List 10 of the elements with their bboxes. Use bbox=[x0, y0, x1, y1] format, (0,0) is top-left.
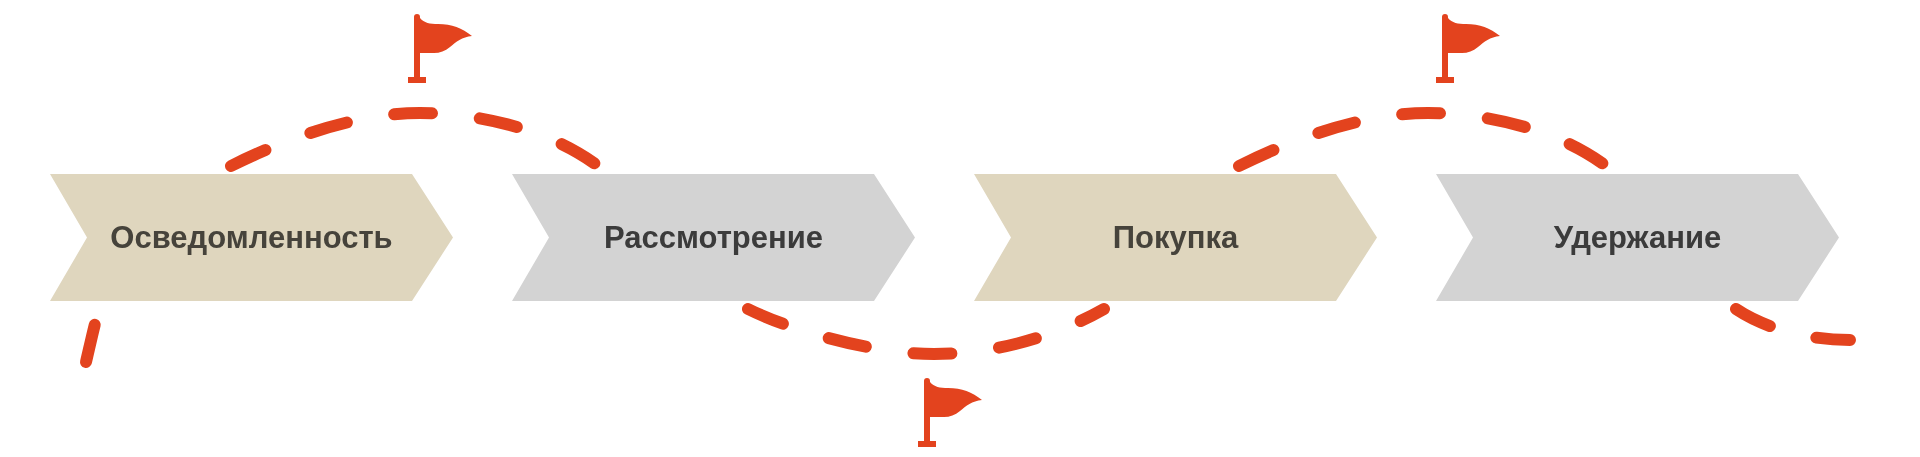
chevron-step bbox=[1436, 174, 1839, 301]
chevron-step bbox=[512, 174, 915, 301]
stage-label: Рассмотрение bbox=[603, 222, 824, 253]
dashed-connector bbox=[1730, 303, 1856, 346]
chevron-step bbox=[974, 174, 1377, 301]
stage-label: Осведомленность bbox=[110, 222, 393, 253]
stage-label: Удержание bbox=[1553, 222, 1722, 253]
chevron-step bbox=[50, 174, 453, 301]
dashed-connector bbox=[742, 303, 1110, 360]
stage-label: Покупка bbox=[1112, 222, 1239, 253]
